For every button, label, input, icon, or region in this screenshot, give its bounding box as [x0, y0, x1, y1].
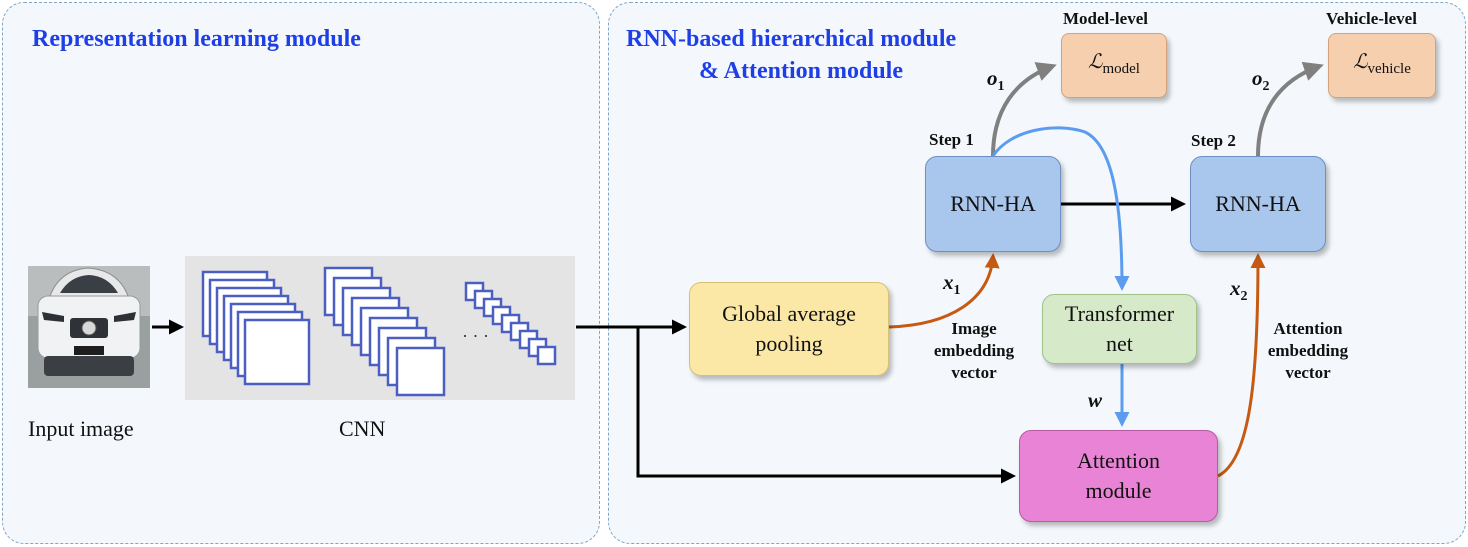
arrow-rnn2-to-vehicle-loss [1256, 61, 1324, 157]
cnn-ellipsis: · · · [462, 326, 489, 346]
arrow-cnn-to-attention [636, 327, 1016, 484]
vehicle-loss-node: ℒvehicle [1328, 33, 1436, 98]
attention-line1: Attention [1076, 448, 1161, 473]
attention-line2: module [1085, 478, 1152, 503]
input-image-label: Input image [28, 416, 134, 441]
rnn-module-title-line1: RNN-based hierarchical module [626, 26, 957, 52]
rnn-ha-step1-node: RNN-HA [925, 156, 1061, 252]
representation-learning-title: Representation learning module [32, 26, 361, 52]
gap-line2: pooling [755, 331, 823, 356]
feature-map [536, 345, 557, 366]
rnn-ha-step2-node: RNN-HA [1190, 156, 1326, 252]
gap-line1: Global average [722, 301, 856, 326]
step1-label: Step 1 [929, 130, 974, 149]
arrow-rnn1-to-transformer [991, 126, 1130, 291]
o2-label: o2 [1252, 66, 1270, 95]
x1-label: x1 [943, 270, 961, 299]
arrow-rnn1-to-model-loss [991, 62, 1057, 157]
step2-label: Step 2 [1191, 131, 1236, 150]
feature-map [395, 346, 446, 397]
cnn-label: CNN [339, 416, 386, 441]
feature-map [243, 318, 311, 386]
image-embedding-vector-label: Image embedding vector [933, 319, 1015, 382]
w-label: w [1088, 388, 1103, 412]
attention-module-node: Attention module [1019, 430, 1218, 522]
input-car-image [28, 266, 150, 388]
arrow-gap-to-rnn1 [888, 253, 1000, 329]
transformer-line1: Transformer [1064, 301, 1175, 326]
model-loss-sub: model [1102, 61, 1140, 77]
transformer-net-node: Transformer net [1042, 294, 1197, 364]
attention-embedding-vector-label: Attention embedding vector [1267, 319, 1349, 382]
transformer-line2: net [1106, 331, 1133, 356]
global-average-pooling-node: Global average pooling [689, 282, 889, 376]
arrow-attention-to-rnn2 [1217, 253, 1266, 478]
model-loss-node: ℒmodel [1061, 33, 1167, 98]
vehicle-loss-symbol: ℒ [1353, 51, 1368, 73]
model-level-label: Model-level [1063, 9, 1148, 28]
vehicle-level-label: Vehicle-level [1326, 9, 1417, 28]
attention-module-title-line2: & Attention module [699, 58, 903, 84]
cnn-feature-maps [201, 266, 557, 397]
model-loss-symbol: ℒ [1088, 51, 1103, 73]
rnn2-label: RNN-HA [1215, 191, 1301, 216]
vehicle-loss-sub: vehicle [1367, 61, 1411, 77]
rnn1-label: RNN-HA [950, 191, 1036, 216]
o1-label: o1 [987, 66, 1005, 95]
x2-label: x2 [1230, 276, 1248, 305]
